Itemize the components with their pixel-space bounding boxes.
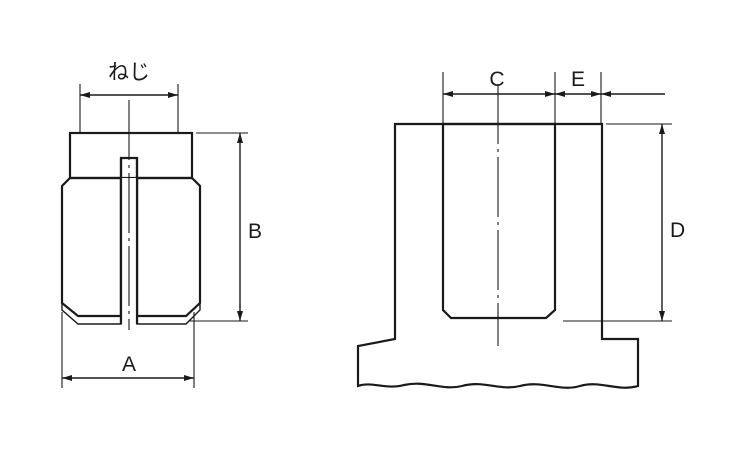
insert-nut xyxy=(60,100,202,330)
thread-dimension: ねじ xyxy=(79,61,179,133)
label-a: A xyxy=(122,353,136,376)
nut-bottom-band xyxy=(61,301,122,325)
label-d: D xyxy=(670,219,685,242)
label-c: C xyxy=(489,68,504,91)
dimension-b: B xyxy=(190,132,262,322)
hole xyxy=(441,122,557,320)
nut-knurl-right xyxy=(135,176,202,318)
label-b: B xyxy=(248,220,262,243)
label-e: E xyxy=(571,68,585,91)
dimension-e: E xyxy=(555,68,665,124)
dimension-d: D xyxy=(563,123,685,322)
dimension-a: A xyxy=(61,312,195,388)
mounting-hole-section xyxy=(356,84,640,389)
nut-collar xyxy=(68,131,194,180)
base-material xyxy=(356,122,640,389)
dimension-c: C xyxy=(442,68,556,124)
nut-knurl-left xyxy=(60,176,123,318)
thread-label: ねじ xyxy=(108,61,150,84)
